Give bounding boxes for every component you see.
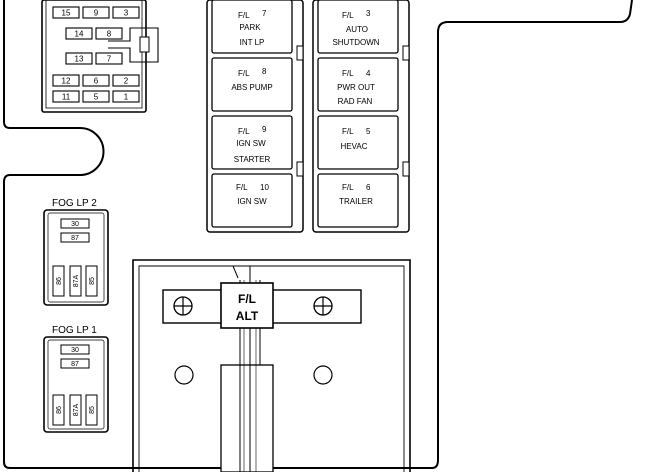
maxi-fuse-number: 10 (260, 183, 269, 192)
maxi-fuse-f-l-4: F/L 4 PWR OUT RAD FAN (317, 57, 399, 112)
relay-title: FOG LP 2 (52, 198, 97, 209)
mini-fuse (112, 74, 140, 87)
maxi-fuse-prefix: F/L (238, 11, 250, 20)
mini-fuse (65, 27, 93, 40)
maxi-fuse-prefix: F/L (342, 183, 354, 192)
terminal-bolt-icon (313, 296, 333, 316)
mini-fuse-label: 5 (94, 93, 99, 102)
mini-fuse (65, 52, 93, 65)
maxi-fuse-line3: RAD FAN (338, 97, 373, 106)
relay-pin-87: 87 (71, 235, 79, 242)
alternator-link-line2: ALT (236, 309, 259, 323)
mini-fuse (95, 52, 123, 65)
relay-pin-87a: 87A (73, 403, 80, 416)
alternator-link-blade (220, 364, 274, 472)
mini-fuse-label: 7 (107, 55, 112, 64)
maxi-fuse-prefix: F/L (342, 127, 354, 136)
maxi-fuse-f-l-5: F/L 5 HEVAC (317, 115, 399, 170)
mini-fuse-label: 2 (124, 77, 129, 86)
mini-fuse (82, 6, 110, 19)
maxi-fuse-f-l-10: F/L 10 IGN SW (211, 173, 293, 228)
fuse-box-housing-outline (3, 0, 633, 469)
maxi-fuse-f-l-3: F/L 3 AUTO SHUTDOWN (317, 0, 399, 54)
relay-pin-86: 86 (56, 406, 63, 414)
maxi-fuse-line3: STARTER (234, 155, 271, 164)
alternator-link-label-box (220, 282, 274, 329)
mini-fuse-label: 15 (62, 9, 71, 18)
mini-fuse-label: 13 (75, 55, 84, 64)
maxi-fuse-number: 6 (366, 183, 371, 192)
maxi-fuse-f-l-8: F/L 8 ABS PUMP (211, 57, 293, 112)
maxi-fuse-line2: AUTO (346, 25, 368, 34)
maxi-fuse-line3: SHUTDOWN (332, 38, 379, 47)
mini-fuse-label: 14 (75, 30, 84, 39)
mounting-hole (174, 365, 194, 385)
terminal-bolt-icon (173, 296, 193, 316)
mini-fuse (52, 6, 80, 19)
maxi-fuse-number: 8 (262, 67, 267, 76)
maxi-fuse-number: 7 (262, 9, 267, 18)
mini-fuse (82, 74, 110, 87)
mini-fuse (95, 27, 123, 40)
mini-fuse-label: 8 (107, 30, 112, 39)
alternator-link-line1: F/L (238, 292, 256, 306)
mini-fuse-label: 6 (94, 77, 99, 86)
mini-fuse-label: 3 (124, 9, 129, 18)
relay-pin-87a: 87A (73, 274, 80, 287)
mini-fuse-label: 11 (62, 93, 71, 102)
mini-fuse-label: 9 (94, 9, 99, 18)
relay-pin-85: 85 (89, 277, 96, 285)
relay-pin-85: 85 (89, 406, 96, 414)
maxi-fuse-prefix: F/L (238, 69, 250, 78)
mini-fuse (112, 6, 140, 19)
spare-fuse-slot (108, 27, 159, 63)
maxi-fuse-prefix: F/L (342, 11, 354, 20)
relay-pin-87: 87 (71, 361, 79, 368)
maxi-fuse-line2: IGN SW (236, 139, 266, 148)
mini-fuse-label: 12 (62, 77, 71, 86)
relay-fog-lp-2: FOG LP 2 30 87 86 87A 85 (43, 198, 109, 306)
relay-fog-lp-1: FOG LP 1 30 87 86 87A 85 (43, 325, 109, 433)
maxi-fuse-number: 3 (366, 9, 371, 18)
relay-pin-30: 30 (71, 221, 79, 228)
mounting-hole (313, 365, 333, 385)
maxi-fuse-column-right: F/L 3 AUTO SHUTDOWN F/L 4 PWR OUT RAD FA… (312, 0, 410, 233)
maxi-fuse-line2: ABS PUMP (231, 83, 272, 92)
maxi-fuse-line2: PARK (239, 23, 261, 32)
relay-title: FOG LP 1 (52, 325, 97, 336)
maxi-fuse-number: 9 (262, 125, 267, 134)
mini-fuse (52, 90, 80, 103)
mini-fuse (52, 74, 80, 87)
maxi-fuse-line3: INT LP (240, 38, 265, 47)
mini-fuse (82, 90, 110, 103)
maxi-fuse-f-l-6: F/L 6 TRAILER (317, 173, 399, 228)
maxi-fuse-line2: TRAILER (339, 197, 373, 206)
maxi-fuse-line2: PWR OUT (337, 83, 375, 92)
maxi-fuse-line2: IGN SW (237, 197, 267, 206)
maxi-fuse-number: 5 (366, 127, 371, 136)
maxi-fuse-prefix: F/L (236, 183, 248, 192)
maxi-fuse-prefix: F/L (238, 127, 250, 136)
maxi-fuse-f-l-9: F/L 9 IGN SW STARTER (211, 115, 293, 170)
mini-fuse (112, 90, 140, 103)
mini-fuse-label: 1 (124, 93, 129, 102)
relay-pin-86: 86 (56, 277, 63, 285)
maxi-fuse-f-l-7: F/L 7 PARK INT LP (211, 0, 293, 54)
mini-fuse-block: 15 9 3 14 8 13 7 12 6 2 11 5 1 (41, 0, 159, 113)
maxi-fuse-number: 4 (366, 69, 371, 78)
maxi-fuse-prefix: F/L (342, 69, 354, 78)
alternator-link-housing: F/L ALT (132, 259, 411, 472)
maxi-fuse-column-left: F/L 7 PARK INT LP F/L 8 ABS PUMP F/L 9 I… (206, 0, 304, 233)
maxi-fuse-line2: HEVAC (341, 142, 368, 151)
relay-pin-30: 30 (71, 347, 79, 354)
